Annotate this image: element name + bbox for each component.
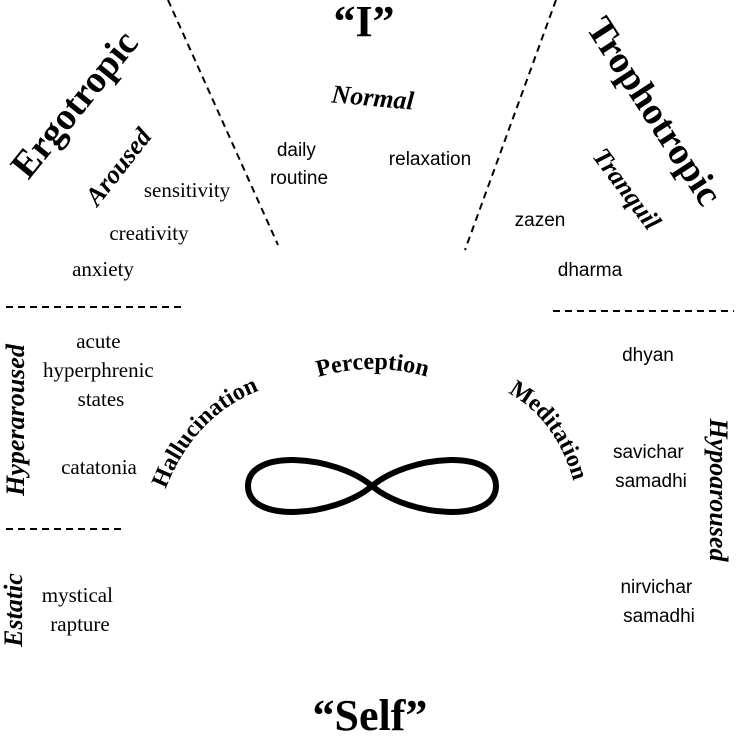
continuum-meditation: Meditation bbox=[505, 376, 593, 483]
example-sensitivity: sensitivity bbox=[144, 178, 231, 202]
example-anxiety: anxiety bbox=[72, 257, 134, 281]
divider-normal-trophotropic bbox=[464, 0, 557, 251]
continuum-hallucination: Hallucination bbox=[147, 372, 261, 491]
infinity-symbol bbox=[244, 457, 500, 515]
example-nirvichar-samadhi: nirvichar samadhi bbox=[620, 577, 697, 627]
example-savichar-samadhi: savichar samadhi bbox=[613, 442, 689, 492]
state-tranquil: Tranquil bbox=[587, 142, 667, 235]
example-catatonia: catatonia bbox=[61, 455, 137, 479]
pole-top-label: “I” bbox=[333, 0, 394, 46]
example-zazen: zazen bbox=[515, 210, 566, 231]
example-mystical-rapture: mystical rapture bbox=[42, 583, 118, 636]
continuum-perception: Perception bbox=[313, 349, 432, 383]
divider-ergotropic-normal bbox=[167, 0, 279, 246]
state-hyperaroused: Hyperaroused bbox=[1, 343, 30, 497]
example-acute-hyperphrenic-states: acute hyperphrenic states bbox=[43, 329, 159, 411]
example-daily-routine: daily routine bbox=[270, 140, 328, 189]
state-estatic: Estatic bbox=[0, 573, 28, 648]
state-hypoaroused: Hypoaroused bbox=[704, 418, 733, 563]
example-dhyan: dhyan bbox=[622, 345, 674, 366]
pole-bottom-label: “Self” bbox=[313, 691, 428, 740]
state-normal: Normal bbox=[329, 79, 415, 115]
state-trophotropic: Trophotropic bbox=[578, 10, 731, 214]
example-creativity: creativity bbox=[109, 221, 189, 245]
example-relaxation: relaxation bbox=[389, 149, 471, 170]
example-dharma: dharma bbox=[558, 260, 623, 281]
